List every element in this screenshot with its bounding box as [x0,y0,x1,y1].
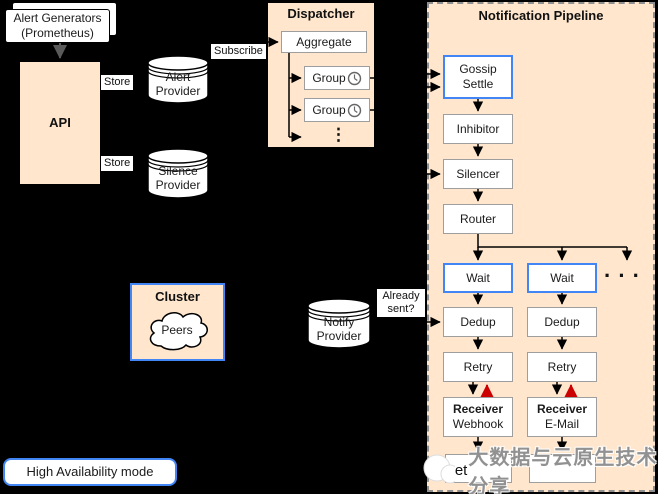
subscribe-label: Subscribe [211,44,266,60]
gossip-settle-box: Gossip Settle [443,55,513,99]
database-cylinder-icon [147,148,209,199]
dedup-box-2: Dedup [527,307,597,337]
alert-generators-label: Alert Generators [13,11,102,26]
silencer-box: Silencer [443,159,513,189]
wait-label: Wait [466,270,490,285]
watermark-prefix: et [454,461,468,479]
silence-provider-cylinder: Silence Provider [146,146,210,200]
watermark-text: 大数据与云原生技术分享 [468,447,658,494]
retry-label: Retry [463,359,493,374]
already-sent-label: Already sent? [377,289,425,318]
watermark-logo-icon [423,454,455,484]
receiver-webhook-box: Receiver Webhook [443,397,513,437]
dedup-box-1: Dedup [443,307,513,337]
receiver-label: Receiver [452,402,504,417]
notify-provider-sublabel: Provider [316,329,362,344]
aggregate-label: Aggregate [296,34,352,49]
receiver-webhook-label: Webhook [452,417,504,431]
cloud-icon [149,312,208,351]
receiver-label: Receiver [536,402,588,417]
pipeline-bottom-box-1 [445,454,512,483]
alert-provider-sublabel: Provider [155,84,201,99]
high-availability-badge: High Availability mode [3,458,177,486]
alert-generators-sublabel: (Prometheus) [21,26,94,40]
inhibitor-label: Inhibitor [456,121,500,136]
database-cylinder-icon [307,298,371,349]
notify-provider-label: Notify [323,315,355,329]
api-label: API [49,115,71,131]
dispatcher-more-dots: ⋮ [330,125,347,144]
pipeline-bottom-box-2 [529,454,596,483]
silencer-label: Silencer [456,166,500,181]
pipeline-title: Notification Pipeline [478,8,604,24]
alert-provider-cylinder: Alert Provider [146,53,210,105]
receiver-email-box: Receiver E-Mail [527,397,597,437]
dedup-label: Dedup [544,314,580,329]
group-label: Group [312,102,346,117]
store-label-top: Store [101,75,134,91]
receiver-email-label: E-Mail [544,417,579,431]
peers-label: Peers [161,323,193,337]
dispatcher-title: Dispatcher [287,6,355,22]
dedup-label: Dedup [460,314,496,329]
clock-icon [347,103,361,117]
router-label: Router [459,211,497,226]
retry-box-1: Retry [443,352,513,382]
inhibitor-box: Inhibitor [443,114,513,144]
peers-cloud: Peers [145,306,209,354]
wait-box-2: Wait [527,263,597,293]
pipeline-more-dots: ··· [604,263,647,288]
notify-provider-cylinder: Notify Provider [306,295,372,351]
silence-provider-label: Silence [158,164,198,178]
silence-provider-sublabel: Provider [155,178,201,193]
aggregate-box: Aggregate [281,31,367,53]
clock-icon [347,71,361,85]
api-box: API [20,62,100,184]
group-box-2: Group [304,98,370,122]
alert-generators-box: Alert Generators (Prometheus) [5,9,110,43]
router-box: Router [443,204,513,234]
group-box-1: Group [304,66,370,90]
wait-label: Wait [550,270,574,285]
high-availability-label: High Availability mode [26,464,154,480]
database-cylinder-icon [147,55,209,104]
gossip-settle-sublabel: Settle [462,77,494,91]
cluster-title: Cluster [155,289,200,305]
alert-provider-label: Alert [165,70,191,84]
wait-box-1: Wait [443,263,513,293]
watermark: et 大数据与云原生技术分享 [422,447,658,494]
store-label-bottom: Store [101,156,134,172]
retry-label: Retry [547,359,577,374]
group-label: Group [312,70,346,85]
gossip-settle-label: Gossip [459,62,497,77]
retry-box-2: Retry [527,352,597,382]
